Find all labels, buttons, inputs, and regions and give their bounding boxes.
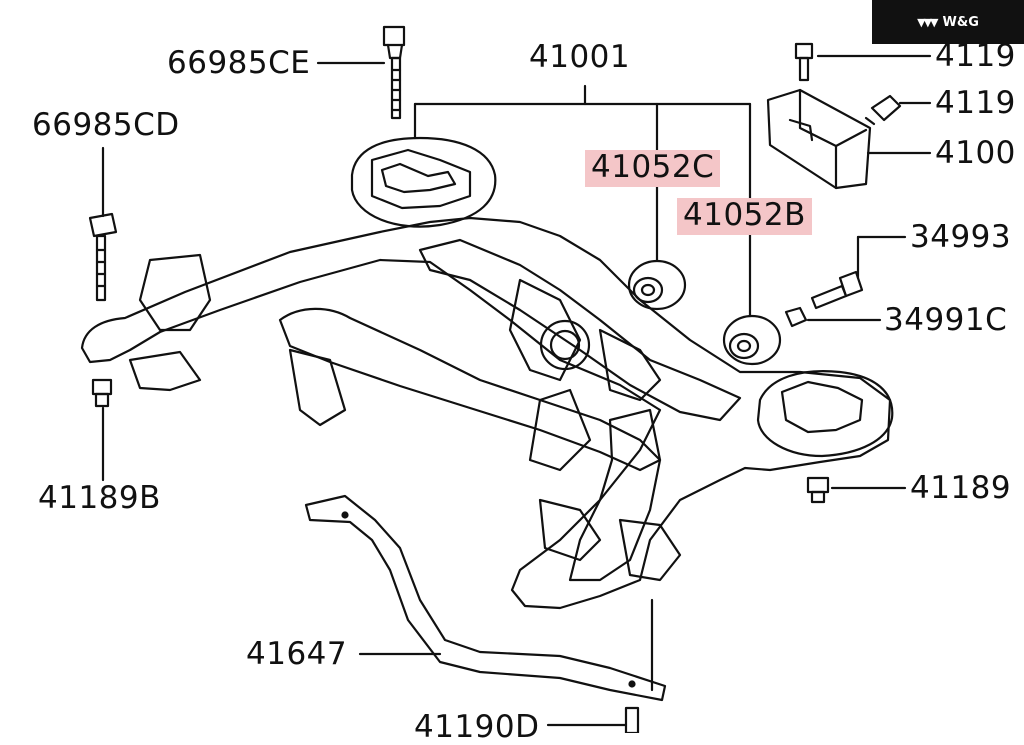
logo-mark-icon: ▼▼▼ — [917, 15, 938, 29]
nut-41189b-drawing — [91, 378, 113, 408]
block-4100-drawing — [766, 88, 872, 190]
part-label-41190d: 41190D — [414, 709, 540, 745]
bolt-4119-mid-drawing — [864, 94, 902, 126]
part-label-41189b: 41189B — [38, 480, 161, 516]
bushing-41052b-drawing — [722, 314, 782, 366]
part-label-41052b: 41052B — [677, 198, 812, 235]
bolt-66985ce-drawing — [382, 25, 406, 120]
logo-text: W&G — [942, 14, 979, 30]
watermark-logo: ▼▼▼ W&G — [872, 0, 1024, 44]
part-label-41647: 41647 — [246, 636, 348, 672]
part-label-4119-top: 4119 — [935, 38, 1016, 74]
crossmember-frame — [80, 136, 894, 610]
bolt-41190d-drawing — [624, 706, 640, 733]
leader-lines — [101, 54, 932, 727]
part-label-34993: 34993 — [910, 219, 1012, 255]
bolt-34993-drawing — [810, 270, 864, 310]
bushing-41052c-drawing — [627, 259, 687, 311]
part-label-41189c: 41189 — [910, 470, 1012, 506]
bolt-66985cd-drawing — [88, 212, 118, 302]
part-label-66985ce: 66985CE — [167, 45, 311, 81]
part-label-41052c: 41052C — [585, 150, 721, 187]
bolt-4119-top-drawing — [794, 42, 814, 82]
nut-34991c-drawing — [784, 306, 808, 328]
part-label-4119-mid: 4119 — [935, 85, 1016, 121]
part-label-41001: 41001 — [529, 39, 631, 75]
part-label-66985cd: 66985CD — [32, 107, 180, 143]
nut-41189c-drawing — [806, 476, 830, 504]
part-label-34991c: 34991C — [884, 302, 1008, 338]
part-label-4100: 4100 — [935, 135, 1016, 171]
brace-bar-41647-drawing — [304, 494, 667, 702]
